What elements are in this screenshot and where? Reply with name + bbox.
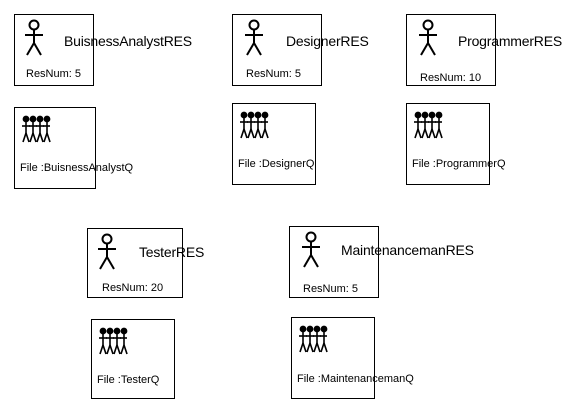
person-icon — [98, 233, 116, 270]
queue-label: File :DesignerQ — [238, 158, 315, 170]
person-icon — [25, 19, 43, 56]
resource-box-designer[interactable]: ResNum: 5 — [232, 14, 322, 86]
queue-box-tester[interactable] — [91, 319, 175, 399]
resource-count: ResNum: 5 — [26, 68, 82, 80]
queue-people-icon — [299, 325, 328, 353]
resource-name: DesignerRES — [286, 33, 369, 49]
resource-name: TesterRES — [139, 244, 205, 260]
resource-box-maintenanceman[interactable]: ResNum: 5 — [289, 226, 379, 298]
resource-count: ResNum: 5 — [303, 283, 359, 295]
queue-people-icon — [240, 111, 269, 139]
resource-box-tester[interactable]: ResNum: 20 — [87, 228, 183, 298]
person-icon — [245, 19, 263, 56]
person-icon — [302, 231, 320, 268]
queue-label: File :MaintenancemanQ — [297, 373, 414, 385]
queue-people-icon — [22, 115, 51, 143]
queue-box-buisness-analyst[interactable] — [14, 107, 96, 189]
queue-label: File :ProgrammerQ — [412, 158, 506, 170]
person-icon — [419, 19, 437, 56]
queue-label: File :TesterQ — [97, 374, 160, 386]
resource-count: ResNum: 5 — [246, 68, 302, 80]
queue-box-designer[interactable] — [232, 103, 316, 185]
resource-count: ResNum: 20 — [102, 282, 164, 294]
queue-people-icon — [414, 111, 443, 139]
resource-count: ResNum: 10 — [420, 72, 482, 84]
resource-box-programmer[interactable]: ResNum: 10 — [406, 14, 496, 86]
queue-box-maintenanceman[interactable] — [291, 317, 375, 399]
resource-box-buisness-analyst[interactable]: ResNum: 5 — [14, 14, 94, 86]
resource-name: ProgrammerRES — [458, 33, 562, 49]
resource-name: MaintenancemanRES — [341, 242, 474, 258]
queue-box-programmer[interactable] — [406, 103, 490, 185]
queue-label: File :BuisnessAnalystQ — [20, 162, 134, 174]
queue-people-icon — [99, 327, 128, 355]
resource-name: BuisnessAnalystRES — [64, 33, 192, 49]
